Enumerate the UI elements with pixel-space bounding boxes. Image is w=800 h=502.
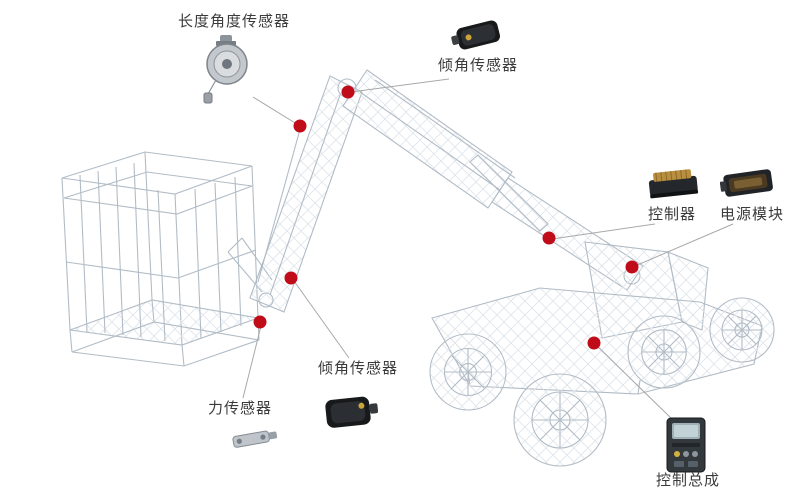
leader-tilt-sensor-top xyxy=(350,78,450,93)
leader-power-module xyxy=(634,223,734,267)
wheel xyxy=(627,315,701,389)
leader-length-angle-sensor xyxy=(252,96,301,127)
sensor-marker-jib-upper xyxy=(293,119,307,133)
sensor-marker-boom-head xyxy=(341,85,355,99)
lift-cylinder xyxy=(469,154,549,232)
wheel xyxy=(513,373,607,467)
label-tilt-sensor-top: 倾角传感器 xyxy=(438,57,519,74)
tilt-sensor-bottom-icon xyxy=(318,390,382,439)
label-control-assembly: 控制总成 xyxy=(656,472,721,489)
load-cell-icon xyxy=(230,424,280,457)
tilt-sensor-top-icon xyxy=(450,12,506,61)
label-power-module: 电源模块 xyxy=(720,206,785,223)
leader-control-assembly xyxy=(596,345,674,421)
sensor-marker-chassis xyxy=(587,336,601,350)
sensor-marker-turret xyxy=(625,260,639,274)
sensor-marker-jib-lower xyxy=(284,271,298,285)
sensor-marker-boom-mid xyxy=(542,231,556,245)
leader-tilt-sensor-bottom xyxy=(293,280,350,359)
wheels xyxy=(429,297,775,467)
control-panel-icon xyxy=(662,416,710,479)
label-controller: 控制器 xyxy=(648,206,697,223)
wheel xyxy=(429,333,507,411)
leader-controller xyxy=(551,223,656,240)
sensor-marker-basket-link xyxy=(253,315,267,329)
power-module-icon xyxy=(719,162,776,207)
leader-force-sensor xyxy=(242,325,262,399)
label-force-sensor: 力传感器 xyxy=(208,400,273,417)
controller-module-icon xyxy=(644,164,702,207)
label-length-angle-sensor: 长度角度传感器 xyxy=(178,13,291,30)
label-tilt-sensor-bottom: 倾角传感器 xyxy=(318,360,399,377)
cable-reel-sensor-icon xyxy=(196,34,256,111)
wheel xyxy=(709,297,775,363)
